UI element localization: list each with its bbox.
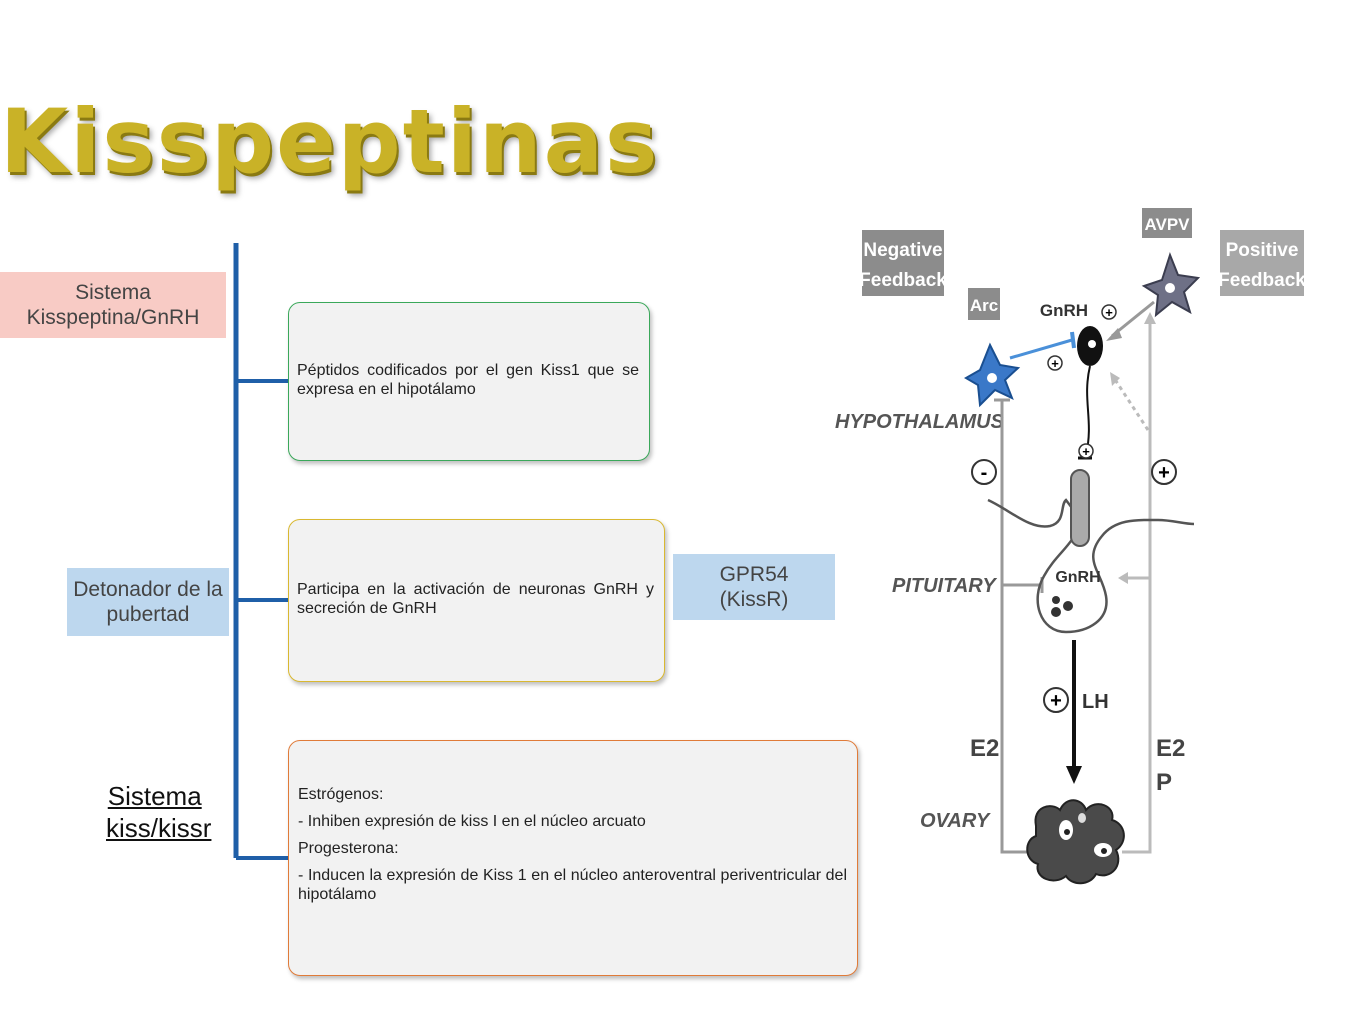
sistema-kisspeptina-label: Sistema Kisspeptina/GnRH	[0, 272, 226, 338]
avpv-box	[1142, 208, 1192, 238]
gnrh-axon	[1085, 365, 1091, 456]
box-activacion-text: Participa en la activación de neuronas G…	[297, 581, 654, 617]
svg-text:+: +	[1051, 356, 1059, 371]
sistema-kiss-line2: kiss/kissr	[106, 813, 212, 843]
e2-right-label: E2	[1156, 735, 1185, 762]
positive-feedback-text: Feedback	[1218, 270, 1306, 291]
plus-circle-icon: +	[1047, 355, 1063, 371]
sistema-kiss-line1: Sistema	[107, 781, 202, 811]
plus-circle-icon: +	[1151, 459, 1177, 485]
progesterona-heading: Progesterona:	[298, 840, 399, 857]
lh-label: LH	[1082, 691, 1109, 713]
negative-feedback-box	[862, 230, 944, 296]
portal-vessel	[1070, 469, 1090, 547]
svg-text:+: +	[1050, 690, 1062, 712]
granule	[1051, 607, 1061, 617]
e2-left-label: E2	[970, 735, 999, 762]
detonador-label: Detonador de la pubertad	[67, 568, 229, 636]
gnrh-pituitary-label: GnRH	[1055, 569, 1100, 586]
gnrh-nucleus	[1088, 340, 1096, 348]
positive-feedback-arrowhead	[1144, 312, 1156, 324]
arc-text: Arc	[970, 296, 998, 315]
arc-to-gnrh-line	[1009, 338, 1073, 360]
box-activacion: Participa en la activación de neuronas G…	[288, 519, 665, 682]
oocyte	[1064, 829, 1070, 835]
box-peptidos: Péptidos codificados por el gen Kiss1 qu…	[288, 302, 650, 461]
avpv-to-gnrh-arrow	[1111, 300, 1155, 338]
p-right-label: P	[1156, 769, 1172, 796]
pituitary-outline	[987, 498, 1195, 634]
negative-feedback-text: Feedback	[859, 270, 947, 291]
positive-text: Positive	[1226, 240, 1299, 261]
ovary-icon	[1026, 799, 1125, 885]
box-peptidos-text: Péptidos codificados por el gen Kiss1 qu…	[297, 362, 639, 398]
negative-text: Negative	[863, 240, 942, 261]
arc-box	[968, 288, 1000, 320]
pituitary-stim-arrowhead	[1118, 572, 1128, 584]
avpv-text: AVPV	[1144, 215, 1190, 234]
positive-feedback-line	[1122, 318, 1152, 854]
avpv-arrowhead	[1106, 328, 1122, 341]
gnrh-top-label: GnRH	[1040, 301, 1088, 320]
ovary-label: OVARY	[920, 810, 991, 832]
svg-text:+: +	[1082, 444, 1090, 459]
progesterona-text: - Inducen la expresión de Kiss 1 en el n…	[298, 867, 847, 903]
arc-nucleus	[987, 373, 997, 383]
arc-inhibit-bar	[1070, 331, 1076, 349]
detonador-text: Detonador de la pubertad	[73, 578, 223, 626]
gpr54-label: GPR54 (KissR)	[673, 554, 835, 620]
positive-feedback-box	[1220, 230, 1304, 296]
plus-circle-icon: +	[1078, 443, 1094, 459]
dotted-arrowhead	[1110, 372, 1120, 386]
sistema-kisspeptina-text: Sistema Kisspeptina/GnRH	[26, 281, 200, 329]
negative-feedback-line	[1000, 400, 1052, 854]
sistema-kiss-label: Sistema kiss/kissr	[98, 780, 211, 844]
estrogenos-heading: Estrógenos:	[298, 786, 384, 803]
estrogenos-text: - Inhiben expresión de kiss I en el núcl…	[298, 813, 646, 830]
minus-circle-icon: -	[971, 459, 997, 485]
box-hormonas: Estrógenos: - Inhiben expresión de kiss …	[288, 740, 858, 976]
lh-arrowhead	[1066, 766, 1082, 784]
avpv-nucleus	[1165, 283, 1175, 293]
dotted-arrow	[1112, 377, 1150, 431]
svg-text:-: -	[981, 462, 988, 484]
pituitary-label: PITUITARY	[892, 575, 997, 597]
plus-circle-icon: +	[1043, 687, 1069, 713]
granule	[1063, 601, 1073, 611]
granule	[1052, 596, 1060, 604]
oocyte	[1101, 848, 1107, 854]
gpr54-text: GPR54 (KissR)	[719, 563, 789, 611]
plus-circle-icon: +	[1101, 304, 1117, 320]
hypothalamus-label: HYPOTHALAMUS	[835, 411, 1005, 433]
svg-text:+: +	[1105, 305, 1113, 320]
page-title: Kisspeptinas	[0, 90, 660, 193]
follicle	[1078, 813, 1086, 823]
feedback-figure: Negative Feedback AVPV Positive Feedback…	[835, 208, 1306, 885]
svg-text:+: +	[1158, 462, 1170, 484]
